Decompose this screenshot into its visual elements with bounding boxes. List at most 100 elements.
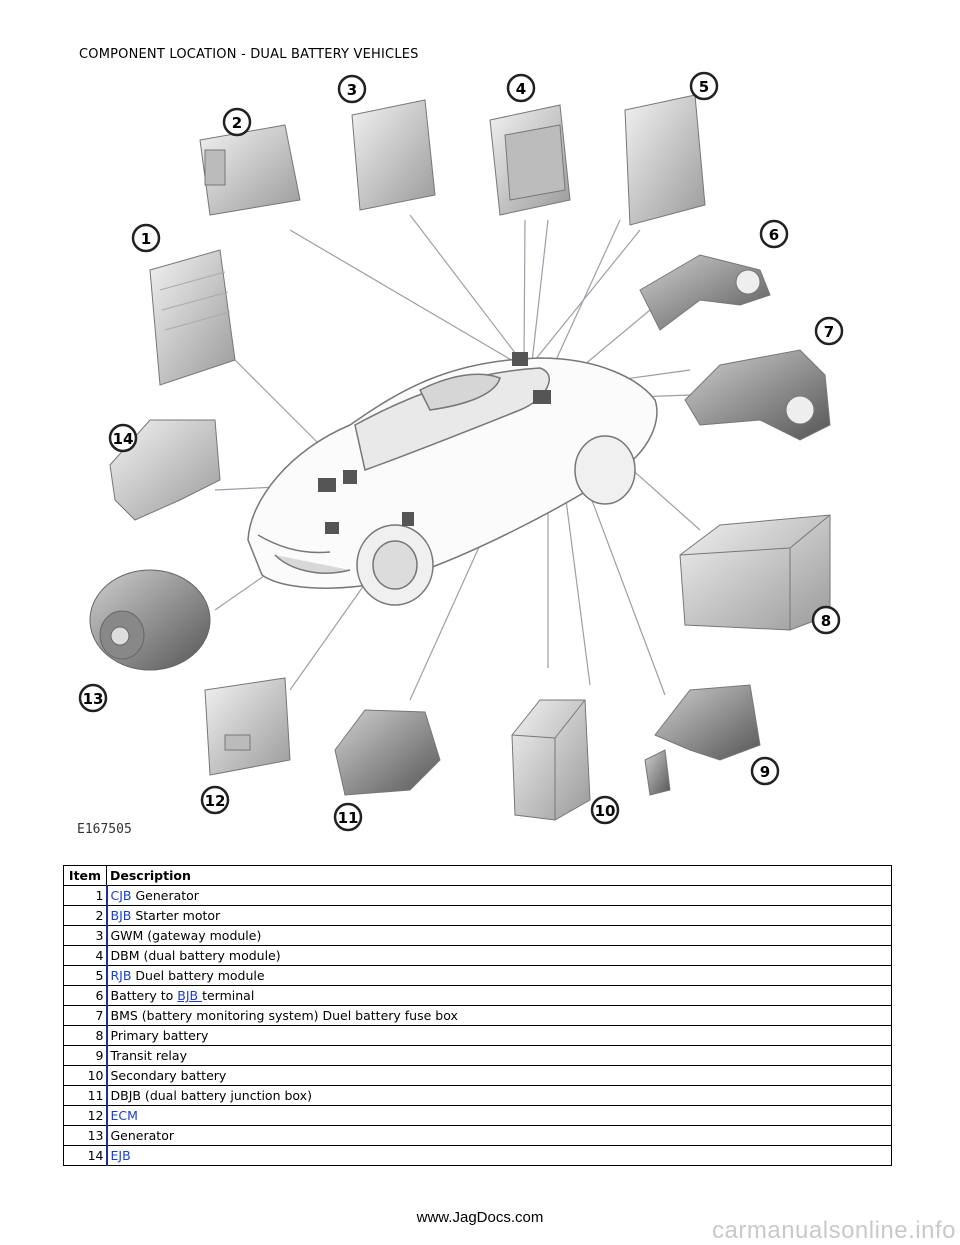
- bjb-link[interactable]: BJB: [177, 988, 203, 1003]
- table-row: 10 Secondary battery: [63, 1065, 892, 1086]
- item-description: DBJB (dual battery junction box): [105, 1085, 892, 1106]
- svg-text:12: 12: [205, 792, 226, 810]
- car-illustration: [247, 357, 658, 606]
- callout-3: 3: [337, 74, 367, 104]
- item-description: Battery to BJB terminal: [105, 985, 892, 1006]
- svg-text:8: 8: [821, 612, 831, 630]
- callout-12: 12: [200, 785, 230, 815]
- item-number: 8: [63, 1025, 107, 1046]
- callout-9: 9: [750, 756, 780, 786]
- svg-text:14: 14: [113, 430, 134, 448]
- svg-text:4: 4: [516, 80, 526, 98]
- callout-10: 10: [590, 795, 620, 825]
- component-bms-fusebox: [684, 349, 831, 441]
- component-location-illustration: 1 2 3 4 5 6 7 8 9 10 11 12 13 14: [78, 71, 844, 832]
- table-row: 8 Primary battery: [63, 1025, 892, 1046]
- table-row: 9 Transit relay: [63, 1045, 892, 1066]
- item-number: 9: [63, 1045, 107, 1066]
- component-gwm: [351, 99, 436, 211]
- callout-2: 2: [222, 107, 252, 137]
- header-item: Item: [63, 865, 107, 886]
- table-row: 12 ECM: [63, 1105, 892, 1126]
- component-rjb: [624, 94, 706, 226]
- table-row: 6 Battery to BJB terminal: [63, 985, 892, 1006]
- item-description: GWM (gateway module): [105, 925, 892, 946]
- item-description: ECM: [105, 1105, 892, 1126]
- svg-text:5: 5: [699, 78, 709, 96]
- table-row: 1 CJB Generator: [63, 885, 892, 906]
- svg-text:1: 1: [141, 230, 151, 248]
- callout-4: 4: [506, 73, 536, 103]
- abbreviation[interactable]: BJB: [110, 908, 132, 923]
- item-description: RJB Duel battery module: [105, 965, 892, 986]
- item-description: Transit relay: [105, 1045, 892, 1066]
- svg-text:2: 2: [232, 114, 242, 132]
- item-number: 6: [63, 985, 107, 1006]
- item-description: CJB Generator: [105, 885, 892, 906]
- item-description: Generator: [105, 1125, 892, 1146]
- component-primary-battery: [679, 514, 831, 631]
- callout-14: 14: [108, 423, 138, 453]
- item-number: 14: [63, 1145, 107, 1166]
- svg-text:7: 7: [824, 323, 834, 341]
- figure-id: E167505: [77, 822, 132, 837]
- item-description: EJB: [105, 1145, 892, 1166]
- item-description: DBM (dual battery module): [105, 945, 892, 966]
- component-transit-relay: [644, 684, 761, 796]
- item-number: 5: [63, 965, 107, 986]
- callout-7: 7: [814, 316, 844, 346]
- abbreviation[interactable]: EJB: [110, 1148, 131, 1163]
- callout-6: 6: [759, 219, 789, 249]
- table-row: 11 DBJB (dual battery junction box): [63, 1085, 892, 1106]
- item-description: Secondary battery: [105, 1065, 892, 1086]
- callout-13: 13: [78, 683, 108, 713]
- table-row: 13 Generator: [63, 1125, 892, 1146]
- item-number: 12: [63, 1105, 107, 1126]
- table-header-row: Item Description: [63, 865, 892, 886]
- component-ecm: [204, 677, 291, 776]
- component-generator: [89, 569, 211, 671]
- callout-markers: 1 2 3 4 5 6 7 8 9 10 11 12 13 14: [78, 71, 844, 832]
- svg-text:10: 10: [595, 802, 616, 820]
- abbreviation[interactable]: ECM: [110, 1108, 138, 1123]
- component-dbjb: [334, 709, 441, 796]
- abbreviation[interactable]: CJB: [110, 888, 132, 903]
- svg-text:11: 11: [338, 809, 359, 827]
- item-number: 3: [63, 925, 107, 946]
- page-title: COMPONENT LOCATION - DUAL BATTERY VEHICL…: [79, 47, 419, 62]
- abbreviation[interactable]: RJB: [110, 968, 132, 983]
- table-row: 2 BJB Starter motor: [63, 905, 892, 926]
- header-description: Description: [106, 865, 892, 886]
- table-row: 7 BMS (battery monitoring system) Duel b…: [63, 1005, 892, 1026]
- item-number: 7: [63, 1005, 107, 1026]
- component-ejb: [109, 419, 221, 521]
- table-row: 3 GWM (gateway module): [63, 925, 892, 946]
- svg-text:9: 9: [760, 763, 770, 781]
- component-secondary-battery: [511, 699, 591, 821]
- callout-8: 8: [811, 605, 841, 635]
- item-description: BJB Starter motor: [105, 905, 892, 926]
- svg-text:3: 3: [347, 81, 357, 99]
- table-row: 4 DBM (dual battery module): [63, 945, 892, 966]
- component-cjb: [149, 249, 236, 386]
- component-bjb: [199, 124, 301, 216]
- item-number: 1: [63, 885, 107, 906]
- svg-text:6: 6: [769, 226, 779, 244]
- table-row: 5 RJB Duel battery module: [63, 965, 892, 986]
- item-description-table: Item Description 1 CJB Generator 2 BJB S…: [63, 865, 892, 1166]
- watermark: carmanualsonline.info: [712, 1217, 956, 1244]
- callout-11: 11: [333, 802, 363, 832]
- table-row: 14 EJB: [63, 1145, 892, 1166]
- item-number: 13: [63, 1125, 107, 1146]
- item-description: Primary battery: [105, 1025, 892, 1046]
- item-number: 4: [63, 945, 107, 966]
- footer-link[interactable]: www.JagDocs.com: [416, 1209, 544, 1226]
- item-number: 10: [63, 1065, 107, 1086]
- callout-5: 5: [689, 71, 719, 101]
- car-components: [318, 352, 551, 534]
- item-number: 2: [63, 905, 107, 926]
- component-battery-terminal: [639, 254, 771, 331]
- item-description: BMS (battery monitoring system) Duel bat…: [105, 1005, 892, 1026]
- svg-text:13: 13: [83, 690, 104, 708]
- item-number: 11: [63, 1085, 107, 1106]
